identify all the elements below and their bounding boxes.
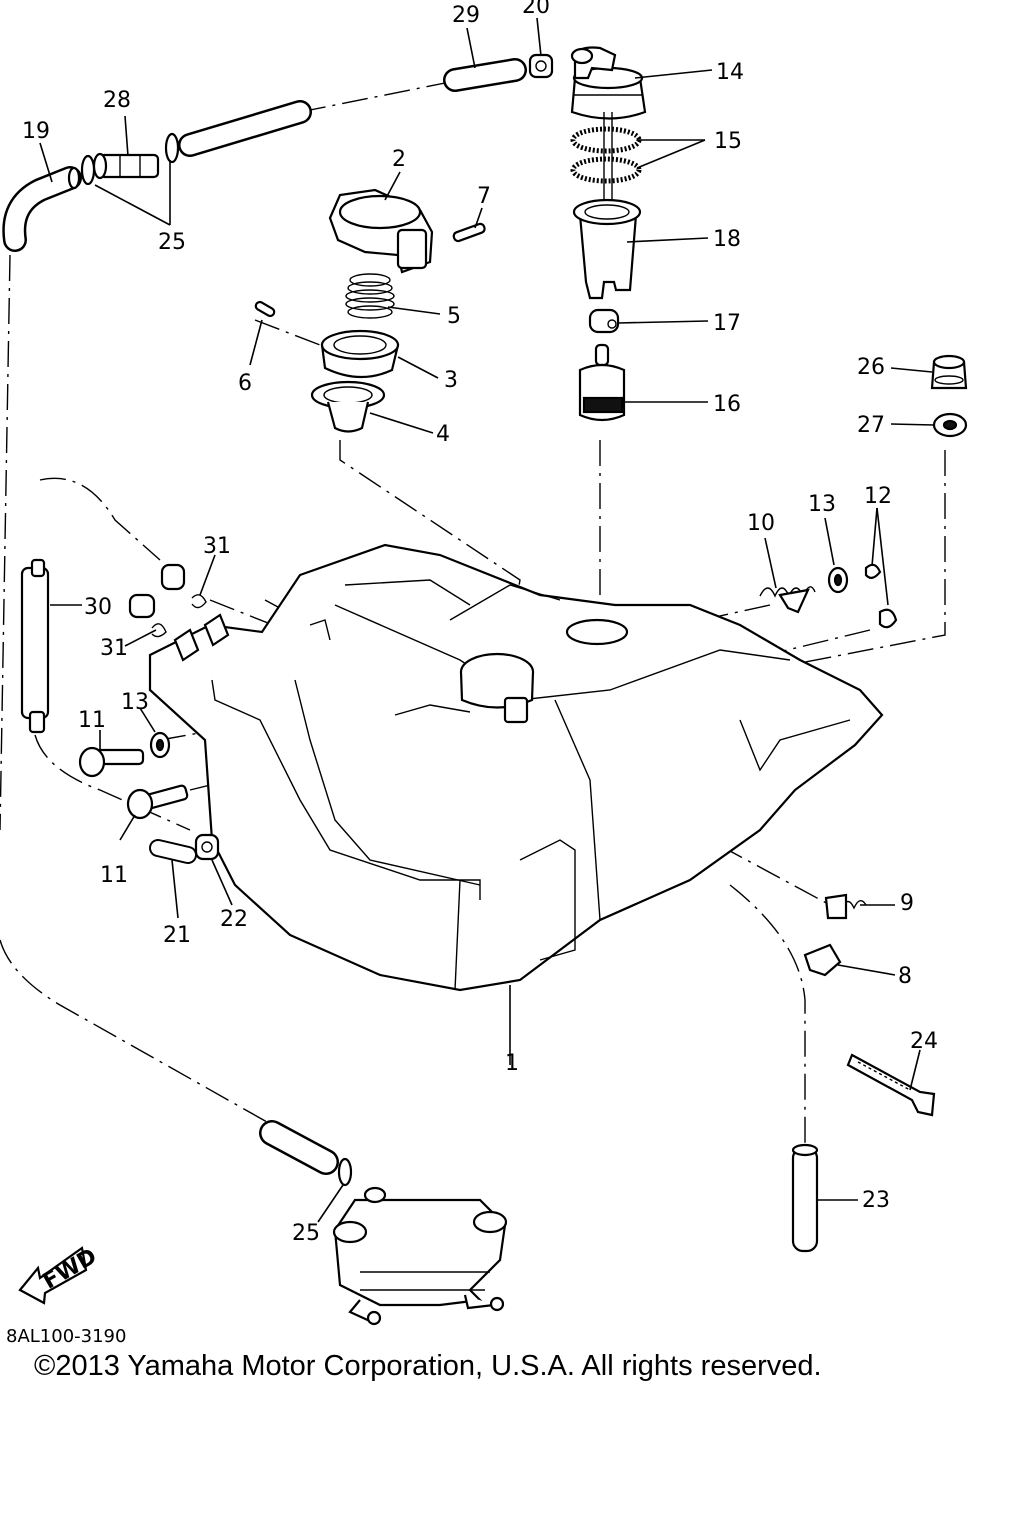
callout-31-upper: 31 (203, 534, 231, 559)
callout-10: 10 (747, 511, 775, 536)
clip-31-upper (160, 563, 207, 609)
washer-13-right (827, 566, 849, 594)
hose-23 (791, 1143, 819, 1253)
fuel-pump (332, 1186, 508, 1326)
callout-21: 21 (163, 923, 191, 948)
callout-11-lower: 11 (100, 863, 128, 888)
callout-14: 14 (716, 60, 744, 85)
callout-11-upper: 11 (78, 708, 106, 733)
callout-16: 16 (713, 392, 741, 417)
callout-20: 20 (522, 0, 550, 19)
clip-12-pair (864, 563, 898, 629)
fwd-arrow-icon: FWD (18, 1244, 101, 1305)
callout-30: 30 (84, 595, 112, 620)
callout-2: 2 (392, 147, 406, 172)
neck-4 (310, 380, 386, 433)
callout-15: 15 (714, 129, 742, 154)
fuel-cock-14 (570, 46, 647, 120)
callout-numbers: 1 2 3 4 5 6 7 8 9 10 11 11 12 13 13 14 1… (22, 0, 938, 1246)
grommet-26 (930, 354, 968, 390)
hose-21 (149, 839, 197, 864)
callout-12: 12 (864, 484, 892, 509)
callout-18: 18 (713, 227, 741, 252)
fwd-label: FWD (39, 1244, 101, 1294)
washer-13-left (149, 731, 171, 759)
fuel-tank-1 (148, 543, 884, 992)
hose-bottom (259, 1120, 339, 1175)
callout-23: 23 (862, 1188, 890, 1213)
callout-24: 24 (910, 1029, 938, 1054)
filler-cap-2 (328, 188, 434, 274)
hose-30 (20, 558, 50, 734)
strainer-18 (572, 198, 642, 300)
callout-7: 7 (477, 184, 491, 209)
tie-24 (846, 1053, 936, 1117)
callout-13-right: 13 (808, 492, 836, 517)
callout-31-lower: 31 (100, 636, 128, 661)
hose-19 (2, 166, 82, 252)
washer-15-pair (570, 112, 642, 205)
clip-25-pair (80, 132, 180, 186)
clip-31-lower (128, 593, 167, 638)
callout-6: 6 (238, 371, 252, 396)
callout-17: 17 (713, 311, 741, 336)
callout-25-bottom: 25 (292, 1221, 320, 1246)
callout-9: 9 (900, 891, 914, 916)
cap-8 (803, 943, 842, 977)
callout-22: 22 (220, 907, 248, 932)
washer-27 (932, 412, 968, 438)
clamp-22 (194, 833, 220, 861)
filter-16 (578, 343, 626, 422)
callout-28: 28 (103, 88, 131, 113)
callout-8: 8 (898, 964, 912, 989)
callout-3: 3 (444, 368, 458, 393)
hose-29 (443, 58, 527, 92)
bolt-11-lower (126, 784, 189, 820)
clip-25-bottom (337, 1157, 353, 1187)
diagram-reference-code: 8AL100-3190 (6, 1326, 127, 1347)
callout-29: 29 (452, 3, 480, 28)
pin-6 (254, 300, 276, 318)
callout-19: 19 (22, 119, 50, 144)
bolt-11-upper (78, 746, 145, 778)
clamp-17 (588, 308, 620, 334)
callout-13-left: 13 (121, 690, 149, 715)
spring-9 (824, 893, 867, 920)
hose-long-top (178, 100, 312, 157)
fitting-28 (92, 152, 160, 180)
spring-5 (345, 273, 395, 319)
pin-7 (452, 222, 486, 243)
callout-5: 5 (447, 304, 461, 329)
callout-1: 1 (505, 1051, 519, 1076)
leader-lines (39, 17, 935, 1223)
clamp-20 (528, 53, 554, 79)
callout-27: 27 (857, 413, 885, 438)
callout-26: 26 (857, 355, 885, 380)
callout-25-top: 25 (158, 230, 186, 255)
spring-10 (759, 586, 816, 614)
copyright-notice: ©2013 Yamaha Motor Corporation, U.S.A. A… (34, 1350, 822, 1382)
ring-3 (320, 329, 400, 379)
callout-4: 4 (436, 422, 450, 447)
